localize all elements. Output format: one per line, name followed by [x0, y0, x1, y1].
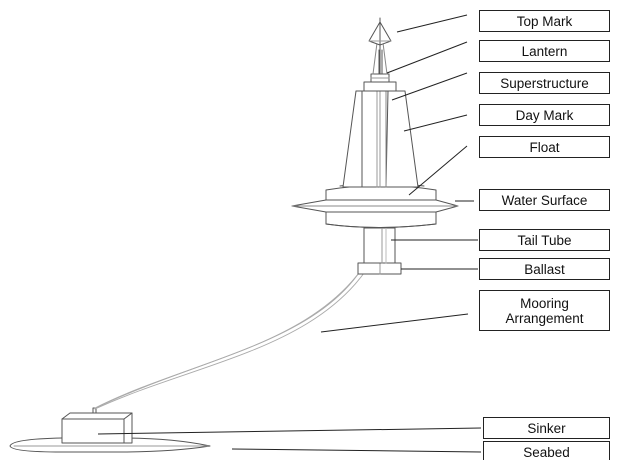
leader-superstructure — [391, 72, 468, 101]
leader-float — [408, 145, 468, 196]
label-top-mark: Top Mark — [479, 10, 610, 32]
tail-tube — [363, 227, 396, 264]
sinker-block — [61, 407, 133, 444]
leader-sinker — [97, 427, 482, 435]
label-float: Float — [479, 136, 610, 158]
lantern — [363, 73, 397, 92]
water-surface-plate — [291, 199, 459, 213]
leader-day-mark — [403, 114, 468, 132]
label-water-surface: Water Surface — [479, 189, 610, 211]
leader-top-mark — [396, 14, 468, 33]
leader-seabed — [231, 448, 482, 453]
top-mark-mast — [372, 42, 388, 75]
superstructure — [361, 90, 389, 188]
label-ballast: Ballast — [479, 258, 610, 280]
ballast — [357, 262, 402, 275]
seabed-plate — [9, 437, 211, 453]
leader-mooring — [320, 313, 469, 333]
label-mooring-arrangement: Mooring Arrangement — [479, 290, 610, 331]
label-tail-tube: Tail Tube — [479, 229, 610, 251]
label-lantern: Lantern — [479, 40, 610, 62]
label-seabed: Seabed — [483, 441, 610, 460]
label-day-mark: Day Mark — [479, 104, 610, 126]
label-sinker: Sinker — [483, 417, 610, 439]
top-mark — [368, 17, 392, 46]
leader-lantern — [386, 41, 468, 74]
leader-lines — [97, 14, 482, 453]
label-superstructure: Superstructure — [479, 72, 610, 94]
mooring-lines — [94, 227, 389, 410]
